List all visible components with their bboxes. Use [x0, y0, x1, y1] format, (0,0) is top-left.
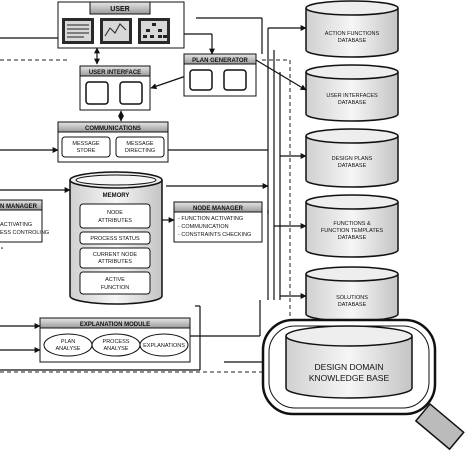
current-node-label-1: CURRENT NODE [93, 252, 138, 258]
knowledge-base-label-1: DESIGN DOMAIN [315, 362, 384, 372]
node-manager-title: NODE MANAGER [193, 206, 244, 212]
process-analyse-label-1: PROCESS [103, 339, 130, 345]
plan-analyse-label-2: ANALYSE [56, 346, 81, 352]
message-directing-label-1: MESSAGE [126, 141, 154, 147]
db-label: DESIGN PLANS [332, 156, 373, 162]
database-solutions: SOLUTIONS DATABASE [305, 266, 399, 322]
connectors [0, 17, 307, 371]
user-interface-title: USER INTERFACE [89, 70, 141, 76]
db-label: FUNCTION TEMPLATES [321, 228, 383, 234]
db-label: SOLUTIONS [336, 295, 368, 301]
plan-generator-title: PLAN GENERATOR [192, 58, 248, 64]
node-attributes-label-1: NODE [107, 210, 123, 216]
db-label: DATABASE [338, 100, 367, 106]
node-manager-item: - FUNCTION ACTIVATING [178, 216, 243, 222]
db-label: DATABASE [338, 163, 367, 169]
node-manager-item: - COMMUNICATION [178, 224, 229, 230]
left-manager-box: N MANAGER ACTIVATING ESS CONTROLING [0, 199, 49, 249]
message-store-label-2: STORE [77, 148, 96, 154]
active-function-label-1: ACTIVE [105, 277, 125, 283]
tree-icon [143, 23, 167, 38]
explanation-module-title: EXPLANATION MODULE [80, 322, 150, 328]
communications-title: COMMUNICATIONS [85, 126, 141, 132]
memory-title: MEMORY [103, 193, 130, 199]
left-manager-item: ESS CONTROLING [0, 230, 49, 236]
node-manager-item: - CONSTRAINTS CHECKING [178, 232, 251, 238]
db-label: USER INTERFACES [326, 93, 378, 99]
left-manager-item: ACTIVATING [0, 222, 32, 228]
user-title: USER [110, 6, 129, 13]
user-interface-box: USER INTERFACE [79, 65, 151, 111]
database-action-functions: ACTION FUNCTIONS DATABASE [305, 0, 399, 58]
message-store-label-1: MESSAGE [72, 141, 100, 147]
message-directing-label-2: DIRECTING [125, 148, 155, 154]
memory-cylinder: MEMORY NODE ATTRIBUTES PROCESS STATUS CU… [69, 171, 163, 305]
db-label: FUNCTIONS & [333, 221, 371, 227]
user-box: USER [57, 1, 185, 49]
explanations-label: EXPLANATIONS [143, 343, 185, 349]
magnifier-handle-icon [414, 402, 465, 451]
active-function-label-2: FUNCTION [101, 285, 129, 291]
db-label: DATABASE [338, 235, 367, 241]
wave-icon [104, 23, 127, 37]
database-user-interfaces: USER INTERFACES DATABASE [305, 64, 399, 122]
explanation-module-box: EXPLANATION MODULE PLAN ANALYSE PROCESS … [39, 317, 191, 363]
db-label: DATABASE [338, 302, 367, 308]
left-manager-title: N MANAGER [0, 204, 38, 210]
process-status-label: PROCESS STATUS [90, 236, 140, 242]
db-label: ACTION FUNCTIONS [325, 31, 380, 37]
text-lines-icon [67, 24, 89, 38]
database-functions-templates: FUNCTIONS & FUNCTION TEMPLATES DATABASE [305, 194, 399, 258]
db-label: DATABASE [338, 38, 367, 44]
current-node-label-2: ATTRIBUTES [98, 259, 132, 265]
process-analyse-label-2: ANALYSE [104, 346, 129, 352]
plan-generator-box: PLAN GENERATOR [183, 53, 257, 97]
knowledge-base: DESIGN DOMAIN KNOWLEDGE BASE [261, 318, 465, 451]
node-attributes-label-2: ATTRIBUTES [98, 218, 132, 224]
knowledge-base-label-2: KNOWLEDGE BASE [309, 373, 390, 383]
plan-analyse-label-1: PLAN [61, 339, 75, 345]
node-manager-box: NODE MANAGER - FUNCTION ACTIVATING - COM… [173, 201, 263, 243]
communications-box: COMMUNICATIONS MESSAGE STORE MESSAGE DIR… [57, 121, 169, 163]
database-design-plans: DESIGN PLANS DATABASE [305, 128, 399, 188]
